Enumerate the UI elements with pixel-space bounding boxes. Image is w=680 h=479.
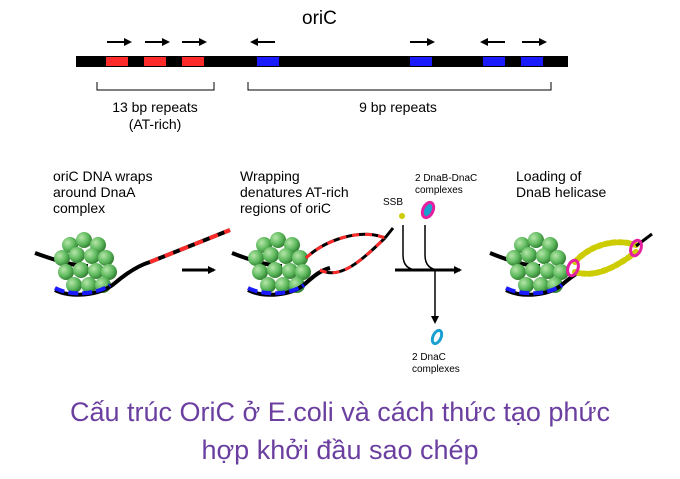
- dnab-dnac-icon: [420, 200, 436, 220]
- dna-at-region: [149, 228, 231, 264]
- dnaa-complex-3: [506, 232, 569, 293]
- ssb-arrow-line: [402, 225, 419, 271]
- dnab-dnac-label-1: 2 DnaB-DnaC: [415, 173, 477, 184]
- step-1-line-1: oriC DNA wraps: [53, 168, 153, 184]
- at-repeat-2: [144, 57, 166, 66]
- step-3-line-1: Loading of: [516, 168, 582, 184]
- dnac-label-1: 2 DnaC: [412, 352, 446, 363]
- dnac-icon: [430, 328, 444, 346]
- step-1-line-2: around DnaA: [53, 184, 136, 200]
- bubble-lower-red: [319, 236, 387, 275]
- oric-dna-bar: [76, 56, 568, 67]
- oric-title: oriC: [302, 8, 337, 29]
- dnab-arrow-line: [424, 225, 441, 271]
- nine-repeat-1: [257, 57, 279, 66]
- dnab-dnac-label-2: complexes: [415, 185, 463, 196]
- nine-repeat-4: [521, 57, 543, 66]
- dnab-helicase-1: [566, 258, 580, 278]
- oric-bar: [76, 56, 568, 67]
- dna-wrap-blue-3: [505, 283, 564, 296]
- dnaa-complex: [54, 232, 117, 293]
- step-1-caption: oriC DNA wraps around DnaA complex: [53, 168, 153, 216]
- dna-strand-right-3: [635, 232, 653, 248]
- step-2-line-1: Wrapping: [240, 168, 300, 184]
- dnab-helicase-2: [629, 238, 643, 258]
- repeats13-sublabel: (AT-rich): [129, 116, 182, 132]
- step-2-line-3: regions of oriC: [240, 200, 331, 216]
- ssb-label: SSB: [383, 197, 403, 208]
- nine-repeat-2: [410, 57, 432, 66]
- ssb-coated-lower-strand: [572, 249, 639, 277]
- step-1-line-3: complex: [53, 200, 105, 216]
- dnaa-complex-2: [248, 232, 311, 293]
- step-2-caption: Wrapping denatures AT-rich regions of or…: [240, 168, 349, 216]
- step-2-line-2: denatures AT-rich: [240, 184, 349, 200]
- dnac-label-2: complexes: [412, 364, 460, 375]
- dna-wrap-blue: [54, 283, 112, 296]
- at-repeat-3: [182, 57, 204, 66]
- repeats13-label: 13 bp repeats: [112, 99, 198, 115]
- step-1-complex: [34, 228, 231, 297]
- step-2-complex: [231, 227, 395, 297]
- bracket-13bp: [96, 82, 215, 91]
- bracket-9bp: [247, 82, 552, 91]
- ssb-icon: [399, 213, 405, 219]
- at-repeat-1: [106, 57, 128, 66]
- caption-line-1: Cấu trúc OriC ở E.coli và cách thức tạo …: [69, 397, 611, 427]
- dna-at-red-segments: [149, 228, 231, 264]
- step-3-caption: Loading of DnaB helicase: [516, 168, 606, 200]
- ssb-coated-upper-strand: [572, 239, 639, 265]
- step-3-complex: [489, 232, 653, 297]
- bubble-upper-red: [304, 233, 386, 260]
- nine-repeat-3: [483, 57, 505, 66]
- dna-strand-right-2: [383, 227, 395, 239]
- dna-wrap-blue-2: [247, 283, 306, 296]
- step-3-line-2: DnaB helicase: [516, 184, 606, 200]
- slide-caption: Cấu trúc OriC ở E.coli và cách thức tạo …: [0, 393, 680, 469]
- caption-line-2: hợp khởi đầu sao chép: [201, 435, 479, 465]
- repeats9-label: 9 bp repeats: [359, 99, 437, 115]
